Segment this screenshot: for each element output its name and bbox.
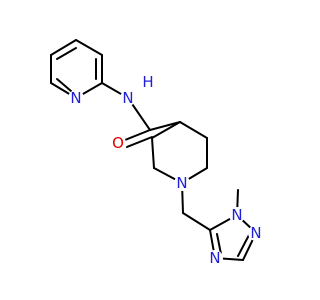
bond xyxy=(179,121,208,139)
atom-labels: N N H O N N N N xyxy=(68,73,264,267)
atom-background xyxy=(229,207,245,223)
atom-background xyxy=(120,90,136,106)
bond xyxy=(151,121,181,139)
bond xyxy=(237,234,250,257)
carbonyl-oxygen: O xyxy=(112,134,124,152)
piperidine-nitrogen: N xyxy=(176,174,187,192)
amide-hydrogen: H xyxy=(142,73,153,91)
amide-nitrogen: N xyxy=(122,89,133,107)
bond xyxy=(126,136,153,148)
bond xyxy=(56,78,72,92)
molecule-structure: N N H O N N N N xyxy=(50,39,264,267)
triazole-nitrogen-2: N xyxy=(250,224,261,242)
bond xyxy=(149,121,181,131)
atom-background xyxy=(248,225,264,241)
atom-background xyxy=(68,90,84,106)
bond xyxy=(56,47,77,60)
triazole-nitrogen-4: N xyxy=(209,249,220,267)
atom-background xyxy=(207,250,223,266)
bond xyxy=(124,129,151,141)
bond xyxy=(75,39,103,56)
bond xyxy=(50,39,77,56)
pyridine-nitrogen: N xyxy=(70,89,81,107)
triazole-nitrogen-1: N xyxy=(231,206,242,224)
bond xyxy=(182,212,211,231)
bond xyxy=(151,137,155,169)
atom-background xyxy=(174,175,190,191)
atom-background xyxy=(110,135,126,151)
bond xyxy=(216,233,222,255)
